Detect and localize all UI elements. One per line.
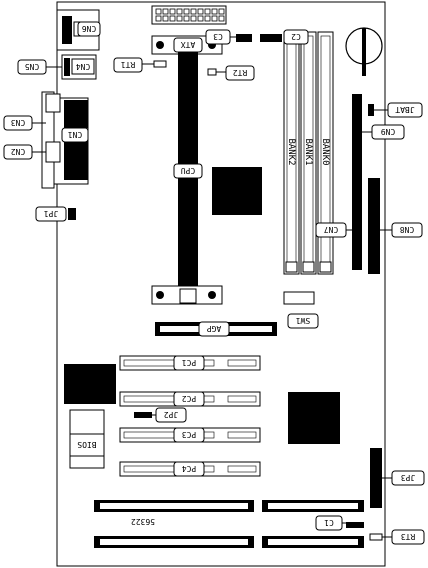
chip-left (64, 364, 116, 404)
svg-text:C1: C1 (324, 518, 334, 527)
svg-text:CN2: CN2 (11, 147, 26, 156)
label-bank2: BANK2 (286, 138, 296, 165)
label-sw1: SW1 (287, 313, 319, 329)
svg-text:PC2: PC2 (182, 394, 197, 403)
label-cn6: CN6 (77, 21, 101, 37)
svg-text:CN7: CN7 (324, 225, 339, 234)
memory-banks (283, 31, 334, 275)
board-id-text: 56322 (131, 517, 155, 526)
label-c3: C3 (205, 29, 236, 45)
jumper-jp3 (370, 448, 382, 508)
svg-text:ATX: ATX (181, 40, 196, 49)
svg-text:AGP: AGP (207, 324, 222, 333)
svg-text:CN6: CN6 (82, 24, 97, 33)
label-jp3: JP3 (382, 470, 425, 486)
svg-text:PC4: PC4 (182, 464, 197, 473)
port-cn4 (61, 54, 97, 80)
label-cn7: CN7 (315, 222, 352, 238)
label-c2: C2 (283, 29, 309, 45)
svg-text:CN3: CN3 (11, 118, 26, 127)
svg-text:BANK1: BANK1 (303, 138, 313, 165)
label-pc3: PC3 (173, 427, 205, 443)
northbridge-chip (212, 167, 262, 215)
battery (345, 27, 383, 76)
jbat-jumper (368, 104, 374, 116)
svg-text:CPU: CPU (181, 166, 196, 175)
svg-text:BANK0: BANK0 (320, 138, 330, 165)
header-cn8 (368, 178, 380, 274)
header-cn9 (352, 94, 362, 270)
svg-text:56322: 56322 (131, 517, 155, 526)
label-cpu: CPU (173, 163, 203, 179)
svg-text:C2: C2 (291, 32, 301, 41)
label-jp1: JP1 (35, 206, 67, 222)
label-rt2: RT2 (216, 65, 255, 81)
svg-text:BANK2: BANK2 (286, 138, 296, 165)
svg-text:RT1: RT1 (121, 60, 136, 69)
bios-chip (69, 409, 105, 469)
label-cn9: CN9 (362, 124, 405, 140)
svg-text:CN1: CN1 (68, 130, 83, 139)
svg-text:CN4: CN4 (76, 62, 91, 71)
label-bios: BIOS (77, 440, 96, 449)
label-jp2: JP2 (152, 407, 187, 423)
cpu-slot (151, 35, 223, 305)
label-cn4: CN4 (76, 62, 91, 71)
label-bank1: BANK1 (303, 138, 313, 165)
c1-jumper (346, 522, 364, 528)
atx-connector (151, 5, 227, 25)
switch-sw1 (283, 291, 315, 305)
svg-text:CN8: CN8 (400, 225, 415, 234)
label-cn1: CN1 (61, 127, 89, 143)
label-jbat: JBAT (374, 102, 423, 118)
rt3-sensor (369, 533, 383, 541)
c3-c2-jumpers (236, 34, 282, 42)
label-cn2: CN2 (3, 144, 46, 160)
label-cn3: CN3 (3, 115, 46, 131)
jumper-jp1 (68, 208, 76, 220)
svg-text:PC1: PC1 (182, 358, 197, 367)
label-agp: AGP (198, 321, 230, 337)
svg-text:SW1: SW1 (296, 316, 311, 325)
label-cn8: CN8 (380, 222, 423, 238)
label-pc1: PC1 (173, 355, 205, 371)
rt1-sensor (153, 60, 167, 68)
jumper-jp2 (134, 412, 152, 418)
board-outline (56, 1, 386, 567)
label-c1: C1 (315, 515, 346, 531)
svg-text:C3: C3 (213, 32, 223, 41)
label-cn5: CN5 (17, 59, 62, 75)
svg-text:RT2: RT2 (233, 68, 248, 77)
port-cn1-cn3-cn2 (41, 91, 89, 189)
svg-text:BIOS: BIOS (77, 440, 96, 449)
label-pc4: PC4 (173, 461, 205, 477)
svg-text:JBAT: JBAT (395, 105, 414, 114)
label-rt1: RT1 (113, 57, 154, 73)
svg-text:CN5: CN5 (25, 62, 40, 71)
svg-text:CN9: CN9 (381, 127, 396, 136)
label-rt3: RT3 (382, 529, 425, 545)
label-pc2: PC2 (173, 391, 205, 407)
svg-text:JP2: JP2 (164, 410, 179, 419)
svg-text:RT3: RT3 (401, 532, 416, 541)
chip-right (288, 392, 340, 444)
svg-text:JP3: JP3 (401, 473, 416, 482)
svg-text:PC3: PC3 (182, 430, 197, 439)
label-atx: ATX (173, 37, 203, 53)
svg-text:JP1: JP1 (44, 209, 59, 218)
rt2-sensor (207, 68, 217, 76)
label-bank0: BANK0 (320, 138, 330, 165)
isa-slots (94, 500, 364, 548)
